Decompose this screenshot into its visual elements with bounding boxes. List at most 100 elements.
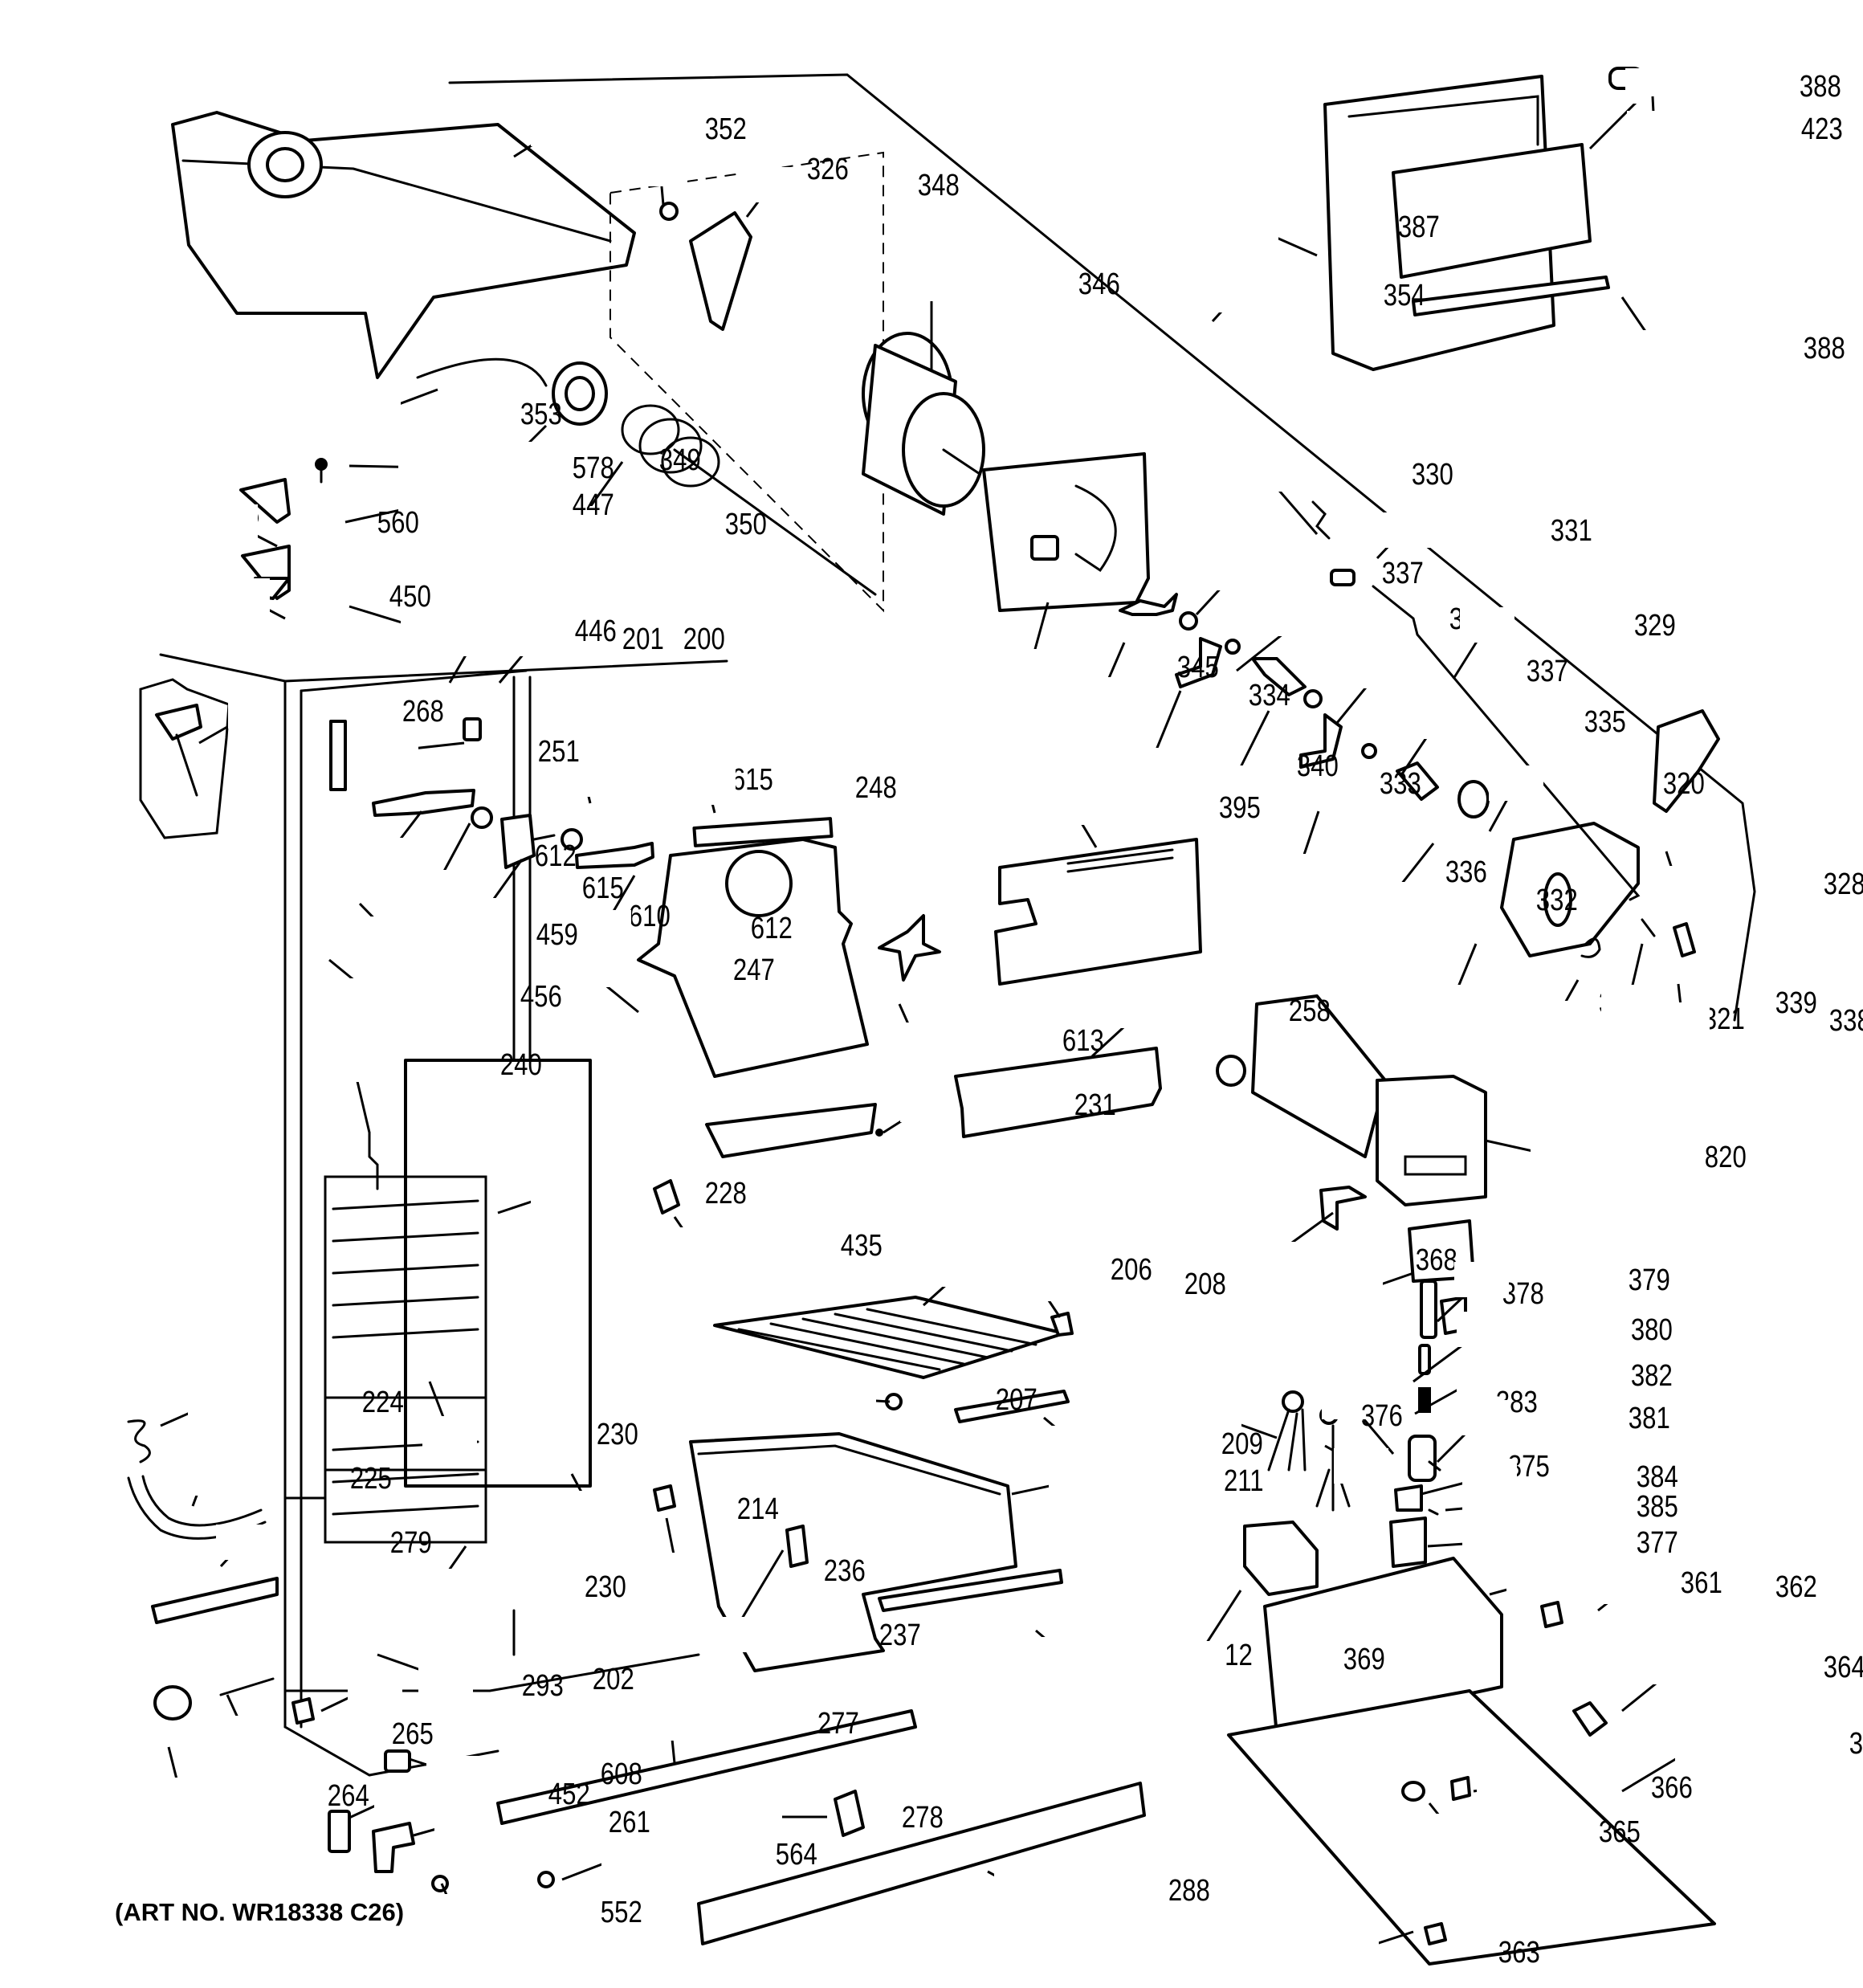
label-background — [361, 838, 415, 873]
door-rail-part — [496, 1709, 917, 1825]
callout-387: 387 — [1224, 209, 1440, 257]
foot-part — [1424, 1922, 1447, 1945]
feeler-arm-part — [1653, 709, 1720, 813]
part-number-label: 320 — [1663, 767, 1705, 801]
part-number-label: 337 — [1382, 557, 1424, 590]
callout-447: 447 — [344, 487, 614, 524]
label-background — [1275, 601, 1330, 636]
label-background — [994, 1872, 1049, 1908]
label-background — [410, 1569, 465, 1604]
drain-spring-part — [127, 1419, 151, 1463]
callout-564: 564 — [561, 1836, 817, 1881]
part-number-label: 208 — [1184, 1268, 1226, 1301]
label-background — [821, 1382, 876, 1417]
part-number-label: 200 — [683, 623, 725, 656]
label-background — [485, 442, 540, 477]
clip-bottom-part — [1450, 1776, 1471, 1801]
label-background — [1205, 765, 1260, 801]
auger-nut-part — [552, 361, 608, 426]
label-background — [1037, 1637, 1091, 1672]
shim-part — [689, 211, 752, 331]
callout-613: 613 — [888, 1003, 1104, 1058]
bottom-hinge-part — [372, 1822, 415, 1873]
callout-338: 338 — [1655, 983, 1863, 1038]
screw-clip-part — [1540, 1601, 1563, 1628]
mounting-plate-part — [982, 452, 1150, 612]
callout-288: 288 — [987, 1870, 1210, 1908]
part-number-label: 376 — [1361, 1399, 1403, 1433]
label-background — [1208, 555, 1262, 590]
clip-part — [653, 1179, 680, 1214]
duct-cover-part — [954, 1047, 1162, 1138]
label-background — [1003, 649, 1058, 684]
air-duct-cover-part — [637, 817, 877, 1158]
callout-335b: 335 — [1400, 704, 1626, 776]
part-number-label: 206 — [1111, 1253, 1152, 1287]
label-background — [408, 870, 463, 905]
part-number-label: 365 — [1599, 1815, 1641, 1849]
shelf-trim-part — [954, 1390, 1070, 1423]
label-background — [362, 916, 417, 952]
label-background — [1425, 1814, 1479, 1849]
part-number-label: 820 — [1705, 1141, 1747, 1174]
label-background — [1489, 765, 1543, 801]
thermostat-sensor-part — [368, 1131, 379, 1190]
callout-208: 208 — [1010, 1266, 1226, 1318]
callout-369: 369 — [1169, 1590, 1385, 1676]
callout-332: 332 — [1362, 843, 1578, 917]
callout-265: 265 — [218, 1694, 434, 1751]
label-background — [348, 1668, 402, 1703]
label-background — [364, 733, 418, 769]
callout-334: 334 — [1074, 642, 1290, 712]
callout-380: 380 — [1413, 1312, 1673, 1383]
part-number-label: 388 — [1800, 70, 1841, 104]
callout-225: 225 — [176, 1460, 392, 1507]
label-background — [1237, 456, 1292, 492]
label-background — [667, 1227, 721, 1263]
part-number-label: 612 — [535, 839, 577, 873]
callout-348: 348 — [744, 167, 960, 218]
part-number-label: 377 — [1637, 1526, 1678, 1560]
callout-237: 237 — [705, 1549, 921, 1652]
screw-bottom-part — [291, 1697, 315, 1725]
axle-pin-part — [219, 1677, 275, 1696]
label-background — [633, 151, 687, 186]
callout-384: 384 — [1421, 1459, 1678, 1496]
part-number-label: 350 — [725, 508, 767, 541]
label-background — [1115, 993, 1169, 1028]
lamp-part — [1572, 1701, 1608, 1737]
art-number: (ART NO. WR18338 C26) — [115, 1898, 405, 1926]
label-background — [1454, 1400, 1509, 1435]
part-number-label: 352 — [705, 112, 747, 146]
callout-340: 340 — [1123, 690, 1339, 783]
part-number-label: 231 — [1074, 1088, 1116, 1122]
label-background — [426, 1894, 481, 1929]
label-background — [563, 1491, 618, 1526]
part-number-label: 339 — [1775, 986, 1817, 1020]
callout-336: 336 — [1271, 810, 1487, 889]
callout-388a: 388 — [1588, 68, 1841, 150]
callout-388b: 388 — [1620, 296, 1845, 365]
part-number-label: 560 — [377, 506, 419, 540]
callout-268: 268 — [198, 693, 444, 745]
part-number-label: 207 — [996, 1383, 1037, 1417]
callout-366: 366 — [1473, 1770, 1693, 1805]
label-background — [188, 1384, 243, 1419]
callout-423: 423 — [1627, 96, 1843, 146]
callout-435: 435 — [667, 1216, 883, 1263]
label-background — [1457, 1312, 1511, 1347]
callout-264: 264 — [153, 1746, 369, 1813]
part-number-label: 363 — [1498, 1936, 1540, 1970]
part-number-label: 340 — [1297, 749, 1339, 783]
part-number-label: 349 — [659, 443, 701, 477]
part-number-label: 435 — [841, 1229, 883, 1263]
part-number-label: 354 — [1384, 279, 1425, 312]
grommet-right-part — [561, 828, 583, 851]
label-background — [346, 396, 401, 431]
label-background — [936, 1251, 991, 1287]
timer-part — [1243, 1521, 1319, 1596]
callout-608: 608 — [409, 1756, 642, 1791]
part-number-label: 264 — [328, 1779, 369, 1813]
fan-motor-part — [500, 814, 556, 869]
